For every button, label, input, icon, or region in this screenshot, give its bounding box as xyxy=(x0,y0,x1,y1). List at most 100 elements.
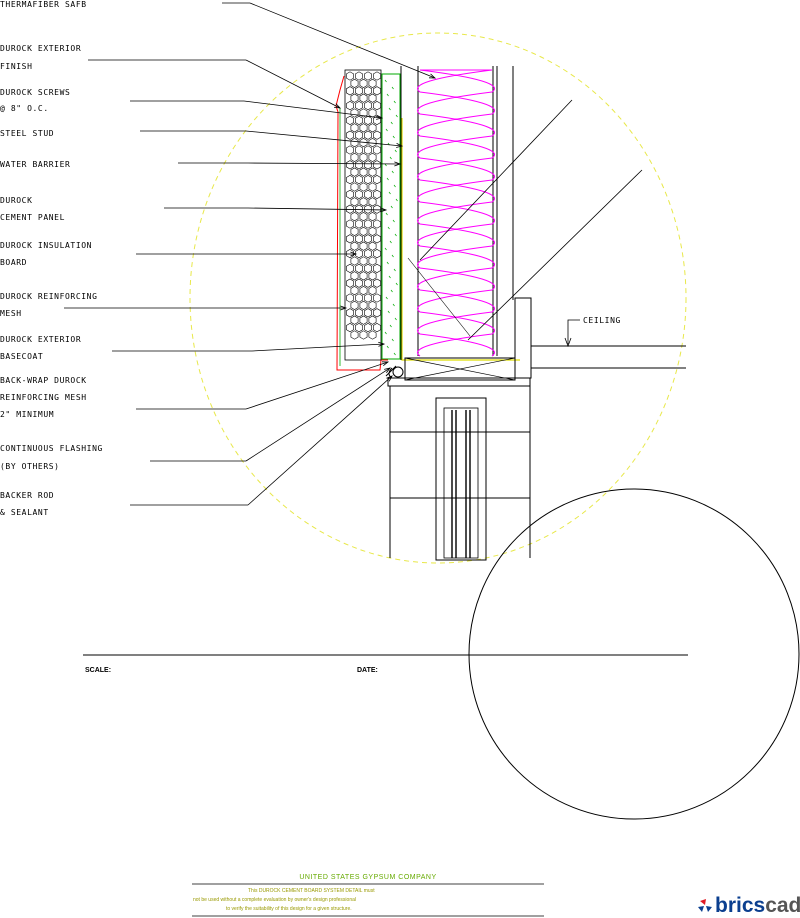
hex-cell xyxy=(355,175,363,185)
hex-cell xyxy=(346,293,354,303)
hex-cell xyxy=(346,115,354,125)
leader-segment xyxy=(243,100,383,119)
hex-cell xyxy=(364,293,372,303)
hex-cell xyxy=(373,130,381,140)
hex-cell xyxy=(359,226,368,236)
hex-cell xyxy=(355,130,363,140)
hex-cell xyxy=(373,278,381,288)
hex-cell xyxy=(355,293,363,303)
hex-cell xyxy=(350,315,359,325)
company-name: UNITED STATES GYPSUM COMPANY xyxy=(299,874,437,881)
leader-segment xyxy=(245,361,389,410)
label-line: DUROCK EXTERIOR xyxy=(0,335,82,344)
panel-fleck xyxy=(388,107,391,111)
hex-cell xyxy=(368,123,377,133)
panel-fleck xyxy=(385,296,388,300)
leader-segment xyxy=(247,375,393,506)
leader-arrowhead xyxy=(340,305,348,311)
panel-fleck xyxy=(391,254,394,258)
brand-name-part2: cad xyxy=(765,894,800,917)
hex-cell xyxy=(373,323,381,333)
batt-insulation xyxy=(417,69,495,357)
hex-cell xyxy=(364,278,372,288)
panel-fleck xyxy=(395,114,398,118)
hex-cell xyxy=(350,212,359,222)
window-head-framing xyxy=(387,297,532,558)
leader-arrowhead xyxy=(428,73,437,79)
label-line: STEEL STUD xyxy=(0,129,55,138)
panel-fleck xyxy=(384,163,387,167)
panel-fleck xyxy=(387,310,390,314)
hex-cell xyxy=(373,175,381,185)
hex-cell xyxy=(364,115,372,125)
panel-fleck xyxy=(395,198,398,202)
label-line: BASECOAT xyxy=(0,352,44,361)
label-exterior-finish: DUROCK EXTERIOR FINISH xyxy=(0,40,81,76)
hex-cell xyxy=(346,308,354,318)
cement-panel xyxy=(381,73,401,360)
hex-cell xyxy=(355,278,363,288)
hex-cell xyxy=(364,160,372,170)
hex-cell xyxy=(373,86,381,96)
panel-fleck xyxy=(389,156,392,160)
hex-cell xyxy=(364,308,372,318)
hex-cell xyxy=(368,167,377,177)
hex-cell xyxy=(350,123,359,133)
hex-cell xyxy=(364,175,372,185)
label-line: DUROCK EXTERIOR xyxy=(0,44,82,53)
hex-cell xyxy=(368,182,377,192)
leader-arrowhead xyxy=(376,114,384,120)
hex-cell xyxy=(368,271,377,281)
label-line: BACKER ROD xyxy=(0,491,55,500)
hex-cell xyxy=(368,330,377,340)
label-line: (BY OTHERS) xyxy=(0,462,60,471)
hex-cell xyxy=(368,78,377,88)
hex-cell xyxy=(346,160,354,170)
hex-cell xyxy=(364,323,372,333)
hex-cell xyxy=(346,323,354,333)
panel-fleck xyxy=(389,324,392,328)
panel-fleck xyxy=(384,247,387,251)
hex-cell xyxy=(373,204,381,214)
leader-segment xyxy=(247,207,387,211)
panel-fleck xyxy=(393,184,396,188)
panel-fleck xyxy=(391,86,394,90)
panel-fleck xyxy=(390,121,393,125)
brand-name: bricscad xyxy=(715,894,800,918)
hex-cell xyxy=(350,256,359,266)
panel-fleck xyxy=(392,219,395,223)
hex-cell xyxy=(359,315,368,325)
hex-cell xyxy=(368,315,377,325)
hex-cell xyxy=(364,86,372,96)
hex-cell xyxy=(373,145,381,155)
label-line: CONTINUOUS FLASHING xyxy=(0,444,103,453)
hex-cell xyxy=(350,78,359,88)
hex-cell xyxy=(373,308,381,318)
hex-cell xyxy=(355,71,363,81)
panel-fleck xyxy=(388,191,391,195)
hex-cell xyxy=(346,278,354,288)
scale-label: SCALE: xyxy=(85,667,112,674)
label-line: CEMENT PANEL xyxy=(0,213,65,222)
hex-cell xyxy=(364,234,372,244)
hex-cell xyxy=(355,219,363,229)
leader-segment xyxy=(245,59,341,109)
hex-cell xyxy=(373,219,381,229)
hex-cell xyxy=(346,234,354,244)
leader-segment xyxy=(247,162,401,165)
panel-fleck xyxy=(394,233,397,237)
leader-arrowhead xyxy=(384,367,391,374)
hex-cell xyxy=(373,234,381,244)
hex-cell xyxy=(364,145,372,155)
label-line: REINFORCING MESH xyxy=(0,393,87,402)
hex-cell xyxy=(346,204,354,214)
hex-cell xyxy=(359,78,368,88)
hex-cell xyxy=(373,189,381,199)
leader-segment xyxy=(245,367,391,462)
hex-cell xyxy=(359,197,368,207)
hex-cell xyxy=(355,249,363,259)
interior-leader-2 xyxy=(467,169,643,341)
hex-cell xyxy=(350,241,359,251)
hex-cell xyxy=(350,300,359,310)
